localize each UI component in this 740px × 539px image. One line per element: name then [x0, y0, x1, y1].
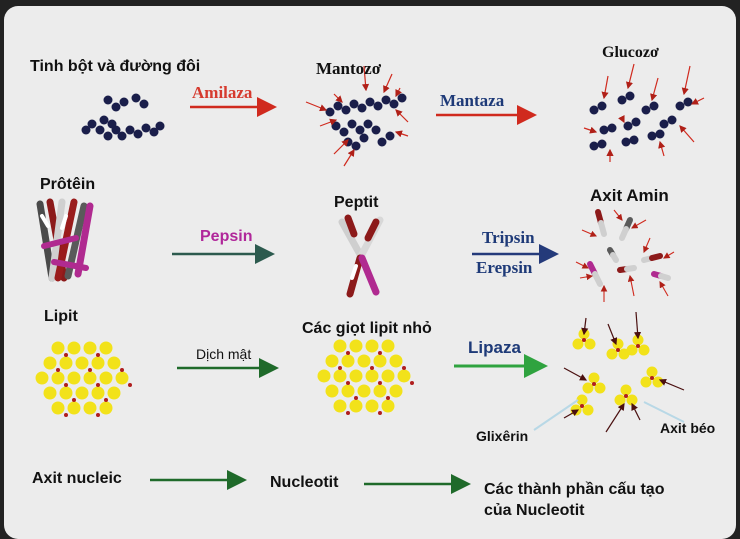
- glucose-molecules: [583, 63, 705, 162]
- lipid-droplets-molecule: [317, 339, 414, 415]
- protein-label: Prôtêin: [40, 176, 96, 193]
- tripsin-label: Tripsin: [482, 228, 535, 247]
- glucose-label: Glucozơ: [602, 44, 659, 61]
- protein-molecule: [36, 198, 94, 282]
- amino-acid-label: Axit Amin: [590, 186, 669, 205]
- maltase-label: Mantaza: [440, 91, 505, 110]
- fatty-acid-label: Axit béo: [660, 420, 716, 436]
- starch-label: Tinh bột và đường đôi: [30, 58, 201, 75]
- glycerin-pointer: [533, 399, 579, 431]
- maltose-molecules: [305, 65, 409, 167]
- bile-label: Dịch mật: [196, 346, 252, 362]
- erepsin-label: Erepsin: [476, 258, 533, 277]
- diagram-panel: Tinh bột và đường đôi Mantozơ Glucozơ Am…: [4, 6, 736, 539]
- lipid-molecule: [35, 341, 132, 417]
- nucleic-acid-label: Axit nucleic: [32, 470, 122, 487]
- peptide-label: Peptit: [334, 194, 379, 211]
- nucleotide-label: Nucleotit: [270, 474, 339, 491]
- nucleotide-parts-line1: Các thành phần cấu tạo: [484, 481, 665, 498]
- pepsin-label: Pepsin: [200, 228, 253, 245]
- lipase-label: Lipaza: [468, 338, 521, 357]
- lipid-label: Lipit: [44, 308, 78, 325]
- glycerin-label: Glixêrin: [476, 428, 529, 444]
- peptide-molecule: [338, 214, 384, 298]
- fatty-acid-pointer: [643, 401, 685, 423]
- amino-acid-molecules: [575, 209, 675, 302]
- lipid-droplets-label: Các giọt lipit nhỏ: [302, 320, 432, 337]
- lipase-products: [563, 311, 685, 433]
- amylase-label: Amilaza: [192, 83, 253, 102]
- maltose-label: Mantozơ: [316, 59, 382, 78]
- nucleotide-parts-line2: của Nucleotit: [484, 502, 585, 519]
- digestion-diagram: [35, 63, 705, 494]
- starch-molecule: [81, 93, 165, 141]
